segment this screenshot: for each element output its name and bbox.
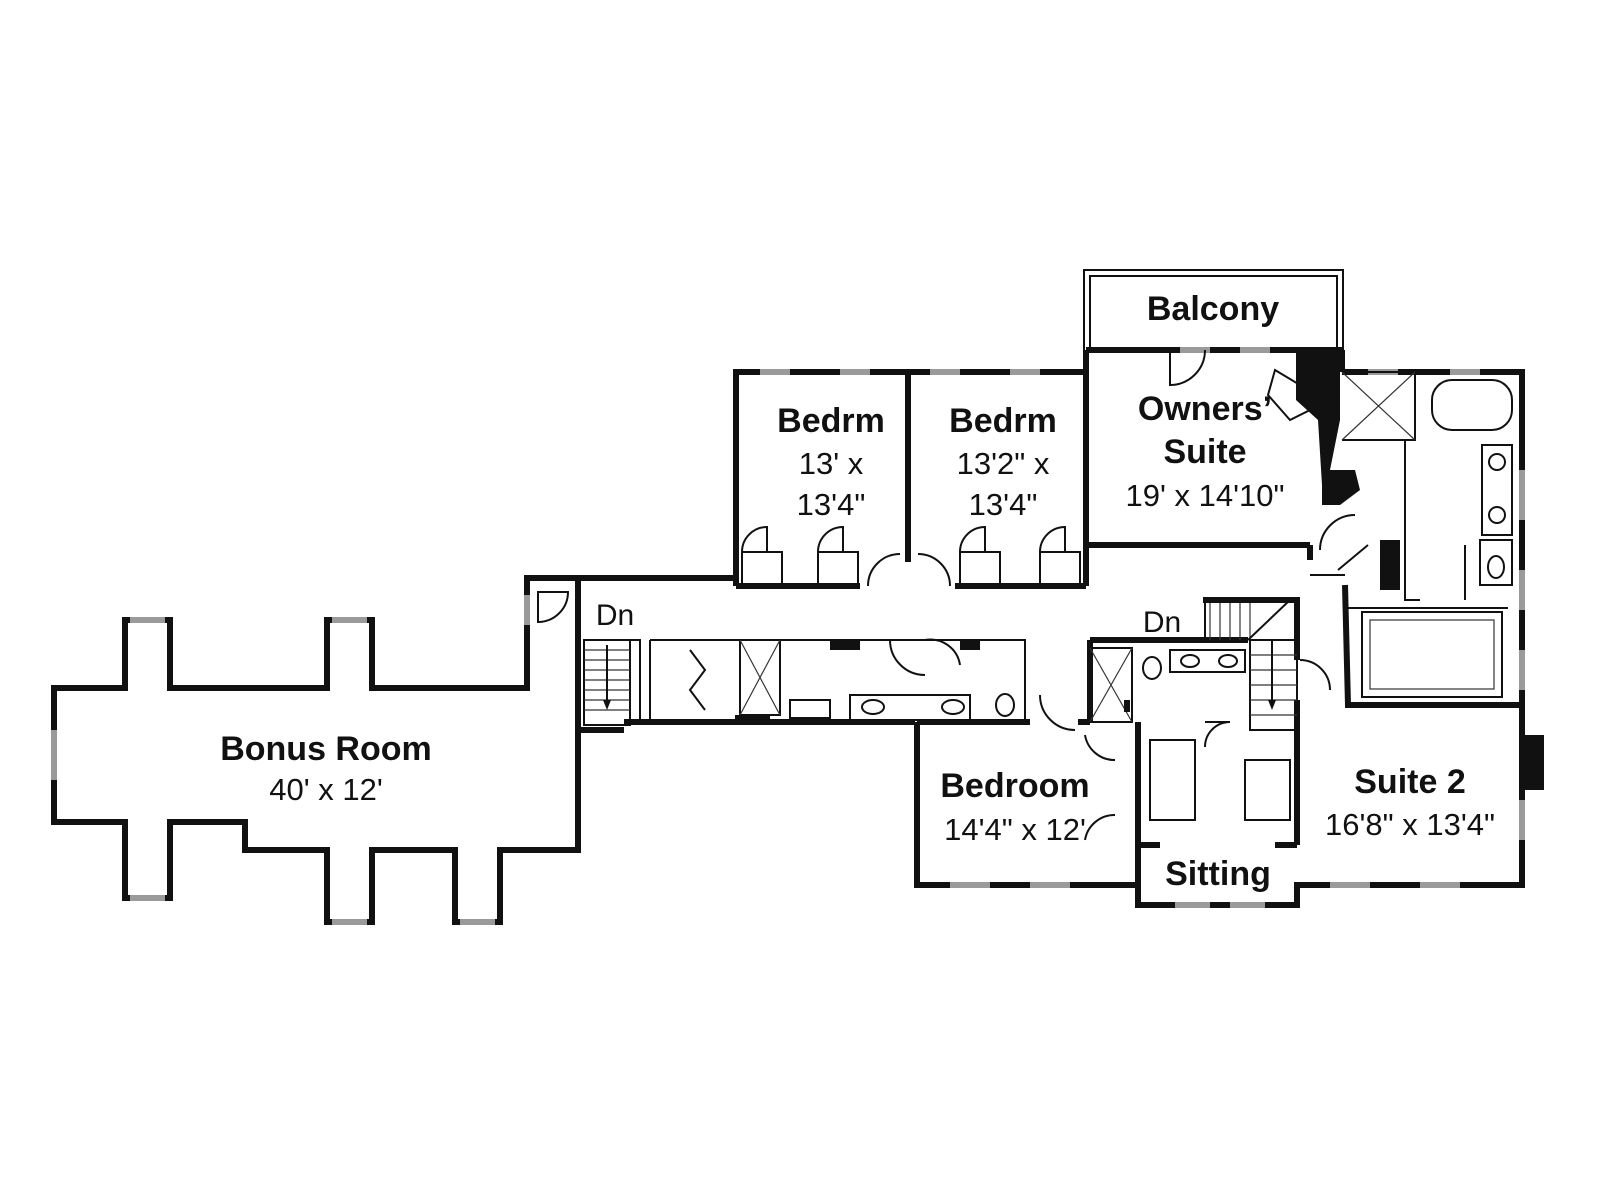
room-labels: Balcony Owners’ Suite 19' x 14'10" Bedrm…: [220, 290, 1495, 893]
bedrm2-dims-line1: 13'2" x: [957, 446, 1050, 481]
left-stair-down-label: Dn: [596, 599, 634, 632]
suite2-fixtures: [1039, 647, 1331, 841]
bedroom-closets: [741, 525, 1081, 587]
house-walls: [575, 269, 1544, 908]
sitting-label: Sitting: [1165, 855, 1271, 893]
bedrm1-dims-line2: 13'4": [797, 487, 866, 522]
bedrm2-label: Bedrm: [949, 402, 1057, 440]
balcony-label: Balcony: [1147, 290, 1279, 328]
bedrm1-dims-line1: 13' x: [799, 446, 864, 481]
bonus-room-walls: [51, 575, 581, 925]
owners-suite-dims: 19' x 14'10": [1125, 478, 1284, 513]
owners-suite-label-line1: Owners’: [1138, 390, 1272, 428]
bonus-room-dims: 40' x 12': [269, 772, 383, 807]
suite2-label: Suite 2: [1354, 763, 1465, 801]
bedrm2-dims-line2: 13'4": [969, 487, 1038, 522]
bedrm1-label: Bedrm: [777, 402, 885, 440]
bedroom-label: Bedroom: [940, 767, 1089, 805]
hall-fixtures: [537, 591, 1026, 726]
owners-fixtures: [1169, 349, 1513, 698]
left-stair: [583, 639, 641, 726]
right-stair: [1204, 599, 1298, 731]
right-stair-down-label: Dn: [1143, 606, 1181, 639]
suite2-dims: 16'8" x 13'4": [1325, 807, 1495, 842]
bedroom-dims: 14'4" x 12': [944, 812, 1086, 847]
bonus-room-label: Bonus Room: [220, 730, 432, 768]
owners-suite-label-line2: Suite: [1163, 433, 1246, 471]
